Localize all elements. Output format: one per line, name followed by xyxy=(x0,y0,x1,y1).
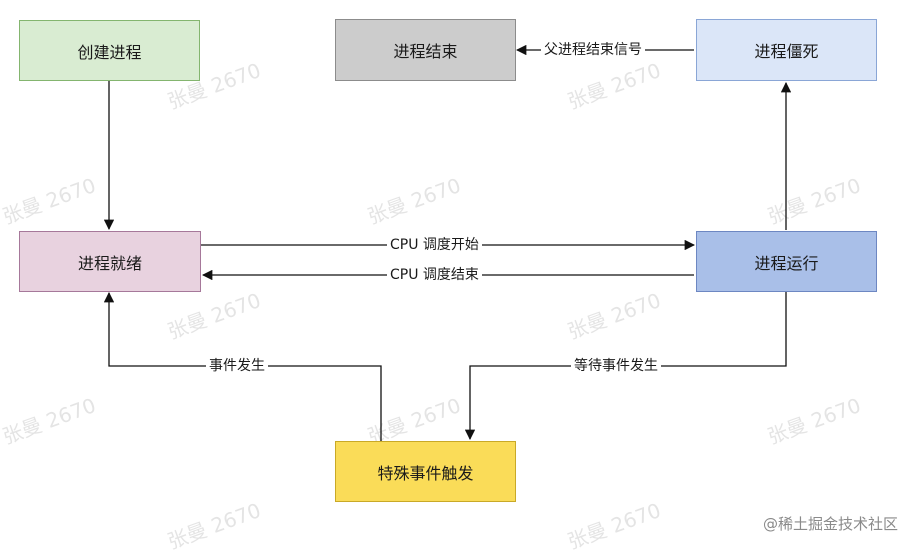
edge-label-wait-event: 等待事件发生 xyxy=(571,357,661,375)
node-create-process[interactable]: 创建进程 xyxy=(19,20,200,81)
node-process-zombie-label: 进程僵死 xyxy=(754,42,819,61)
node-process-zombie[interactable]: 进程僵死 xyxy=(696,19,877,81)
edge-label-parent-signal: 父进程结束信号 xyxy=(541,41,645,59)
edge-label-schedule-start: CPU 调度开始 xyxy=(387,236,482,254)
site-credit: @稀土掘金技术社区 xyxy=(762,515,898,533)
process-state-diagram: 张曼 2670 张曼 2670 张曼 2670 张曼 2670 张曼 2670 … xyxy=(0,19,898,554)
edge-label-event-occurs: 事件发生 xyxy=(206,357,268,375)
node-process-ended-label: 进程结束 xyxy=(393,42,458,61)
node-special-event-label: 特殊事件触发 xyxy=(377,463,474,483)
edge-label-schedule-end: CPU 调度结束 xyxy=(387,266,482,284)
node-process-ready[interactable]: 进程就绪 xyxy=(19,231,201,292)
node-special-event[interactable]: 特殊事件触发 xyxy=(335,441,516,502)
node-process-running[interactable]: 进程运行 xyxy=(696,231,877,292)
node-process-ended[interactable]: 进程结束 xyxy=(335,19,516,81)
node-create-process-label: 创建进程 xyxy=(77,42,142,62)
node-process-running-label: 进程运行 xyxy=(754,253,819,273)
node-process-ready-label: 进程就绪 xyxy=(77,253,142,273)
